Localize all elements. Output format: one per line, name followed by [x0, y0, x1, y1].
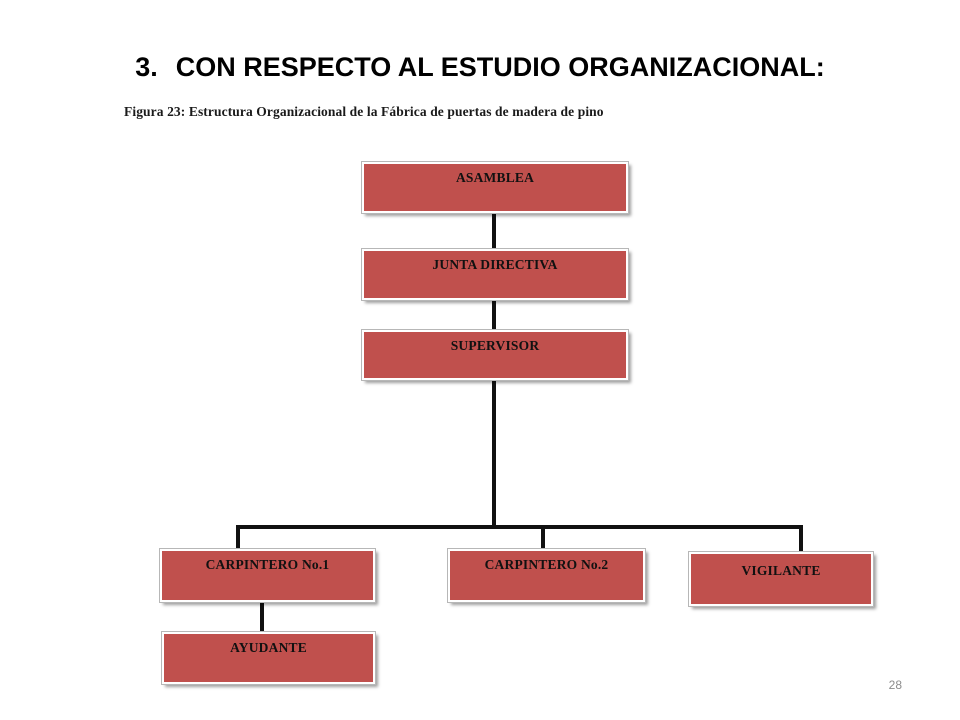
- connector-junta-supervisor: [492, 300, 496, 330]
- figure-caption: Figura 23: Estructura Organizacional de …: [124, 104, 604, 119]
- org-node-vigilante: VIGILANTE: [688, 551, 874, 607]
- org-node-carpintero-1: CARPINTERO No.1: [159, 548, 376, 603]
- connector-horizontal-bar: [236, 525, 803, 529]
- connector-asamblea-junta: [492, 213, 496, 249]
- org-node-carpintero-2: CARPINTERO No.2: [447, 548, 646, 603]
- org-node-ayudante: AYUDANTE: [161, 631, 376, 685]
- connector-to-carpintero-1: [236, 525, 240, 549]
- connector-to-vigilante: [799, 525, 803, 552]
- title-text: CON RESPECTO AL ESTUDIO ORGANIZACIONAL:: [175, 52, 825, 82]
- connector-supervisor-down: [492, 380, 496, 527]
- org-node-asamblea: ASAMBLEA: [361, 161, 629, 214]
- org-node-supervisor: SUPERVISOR: [361, 329, 629, 381]
- title-number: 3.: [135, 52, 158, 82]
- slide-title: 3. CON RESPECTO AL ESTUDIO ORGANIZACIONAL…: [0, 52, 960, 83]
- org-node-junta-directiva: JUNTA DIRECTIVA: [361, 248, 629, 301]
- connector-carpintero-1-ayudante: [260, 602, 264, 632]
- page-number: 28: [888, 678, 902, 692]
- connector-to-carpintero-2: [541, 525, 545, 549]
